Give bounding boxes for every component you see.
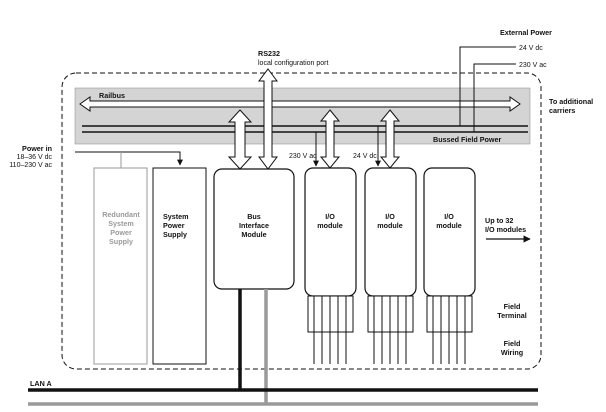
- bussed-field-power-label: Bussed Field Power: [433, 135, 502, 144]
- v24dc-label: 24 V dc: [519, 45, 543, 52]
- redundant-label-4: Supply: [109, 237, 133, 246]
- power-in-label-1: Power in: [22, 144, 52, 153]
- io1-label-1: I/O: [325, 212, 335, 221]
- bim-label-1: Bus: [247, 212, 261, 221]
- redundant-label-3: Power: [110, 228, 132, 237]
- field-wiring-label-2: Wiring: [501, 348, 523, 357]
- bim-label-3: Module: [241, 230, 266, 239]
- v230ac-label: 230 V ac: [519, 62, 547, 69]
- v230-small-label: 230 V ac: [289, 153, 317, 160]
- redundant-power-supply: [93, 167, 148, 365]
- railbus-band: [74, 87, 531, 145]
- io-module-2: [364, 167, 417, 297]
- external-power-label: External Power: [500, 28, 552, 37]
- external-24v-wire: [459, 46, 516, 126]
- system-power-supply: [152, 167, 207, 365]
- field-wiring-label-1: Field: [504, 339, 521, 348]
- io-module-1: [304, 167, 357, 297]
- up-to-label-1: Up to 32: [485, 216, 513, 225]
- system-label-1: System: [163, 212, 189, 221]
- io2-label-2: module: [377, 221, 403, 230]
- redundant-label-2: System: [108, 219, 134, 228]
- system-label-3: Supply: [163, 230, 187, 239]
- io2-label-1: I/O: [385, 212, 395, 221]
- rs232-label-2: local configuration port: [258, 60, 328, 67]
- io3-label-1: I/O: [444, 212, 454, 221]
- v24-small-label: 24 V dc: [353, 153, 377, 160]
- field-terminal-label-1: Field: [504, 302, 521, 311]
- io3-label-2: module: [436, 221, 462, 230]
- to-additional-label-1: To additional: [549, 97, 593, 106]
- carrier-boundary: [61, 72, 542, 370]
- bim-label-2: Interface: [239, 221, 269, 230]
- redundant-label-1: Redundant: [102, 210, 140, 219]
- system-label-2: Power: [163, 221, 185, 230]
- external-230v-wire: [473, 63, 516, 132]
- bus-interface-module: [213, 168, 295, 290]
- to-additional-label-2: carriers: [549, 106, 575, 115]
- lan-a-label: LAN A: [30, 379, 52, 388]
- up-to-label-2: I/O modules: [485, 225, 526, 234]
- power-in-label-3: 110–230 V ac: [9, 162, 52, 169]
- field-terminal-label-2: Terminal: [497, 311, 526, 320]
- power-in-label-2: 18–36 V dc: [17, 154, 53, 161]
- railbus-arrow: [79, 96, 521, 112]
- power-in-wire: [75, 151, 183, 166]
- io1-label-2: module: [317, 221, 343, 230]
- io-module-3: [423, 167, 476, 297]
- rs232-label-1: RS232: [258, 49, 280, 58]
- field-wiring: [313, 296, 466, 364]
- railbus-label: Railbus: [99, 91, 125, 100]
